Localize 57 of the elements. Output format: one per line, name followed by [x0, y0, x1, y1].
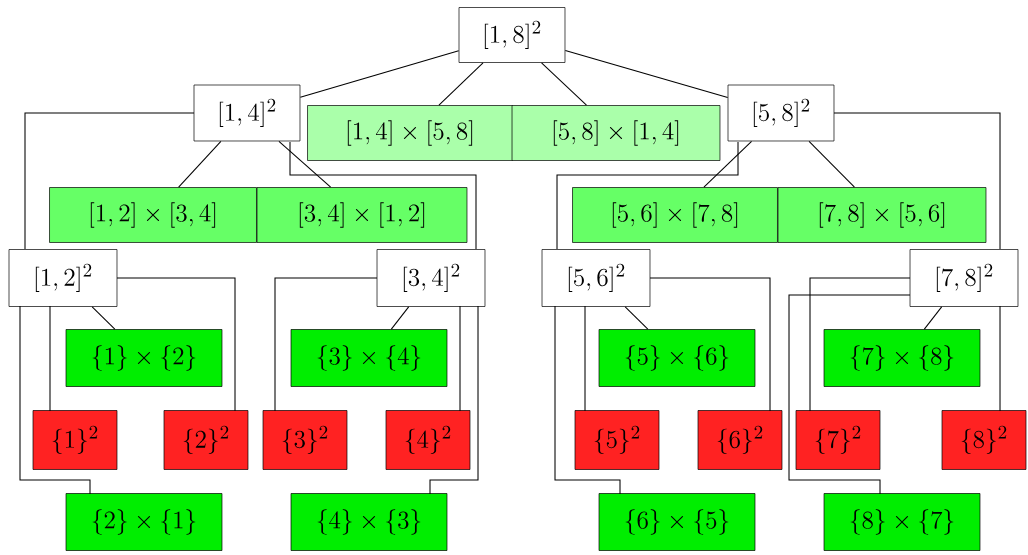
product-box: $\{7\} \times \{8\}$ [823, 329, 981, 387]
connector-line [429, 305, 479, 495]
connector-line [556, 141, 739, 250]
product-box: $\{1\} \times \{2\}$ [65, 329, 223, 387]
set-box: $\{1\}^2$ [32, 410, 118, 470]
connector-line [923, 306, 943, 330]
set-box: $\{6\}^2$ [697, 410, 783, 470]
product-box: $\{8\} \times \{7\}$ [823, 493, 981, 551]
set-box: $[7,8]^2$ [909, 249, 1019, 307]
set-box: $\{3\}^2$ [262, 410, 348, 470]
product-box: $[1,2] \times [3,4]$ [49, 187, 257, 243]
connector-line [438, 62, 484, 106]
product-box: $\{6\} \times \{5\}$ [598, 493, 756, 551]
product-box: $[3,4] \times [1,2]$ [256, 187, 468, 243]
product-box: $[1,4] \times [5,8]$ [307, 105, 513, 161]
connector-line [584, 305, 586, 412]
connector-line [624, 306, 649, 330]
set-box: $\{8\}^2$ [941, 410, 1027, 470]
product-box: $\{5\} \times \{6\}$ [598, 329, 756, 387]
connector-line [24, 112, 195, 250]
connector-line [289, 141, 477, 250]
set-box: $[5,6]^2$ [541, 249, 651, 307]
connector-line [564, 49, 729, 99]
connector-line [808, 140, 855, 188]
set-box: $\{4\}^2$ [385, 410, 471, 470]
connector-line [390, 306, 410, 330]
connector-line [554, 305, 621, 495]
connector-line [91, 306, 116, 330]
connector-line [459, 305, 461, 412]
connector-line [649, 277, 771, 412]
set-box: $[1,8]^2$ [458, 7, 566, 63]
product-box: $\{2\} \times \{1\}$ [65, 493, 223, 551]
connector-line [116, 277, 236, 412]
connector-line [788, 294, 911, 495]
connector-line [278, 140, 332, 188]
connector-line [299, 50, 460, 98]
connector-line [178, 140, 222, 188]
product-box: $[5,8] \times [1,4]$ [511, 105, 721, 161]
connector-line [999, 305, 1001, 412]
connector-line [809, 277, 911, 412]
connector-line [49, 305, 51, 412]
connector-line [703, 140, 753, 188]
set-box: $[1,4]^2$ [193, 84, 301, 142]
product-box: $\{3\} \times \{4\}$ [290, 329, 448, 387]
set-box: $\{7\}^2$ [795, 410, 881, 470]
connector-line [274, 277, 378, 412]
product-box: $\{4\} \times \{3\}$ [290, 493, 448, 551]
set-box: $[1,2]^2$ [8, 249, 118, 307]
set-box: $\{2\}^2$ [163, 410, 249, 470]
connector-line [833, 112, 1001, 250]
product-box: $[7,8] \times [5,6]$ [777, 187, 987, 243]
connector-line [541, 62, 587, 106]
product-box: $[5,6] \times [7,8]$ [572, 187, 778, 243]
set-box: $[5,8]^2$ [727, 84, 835, 142]
set-box: $\{5\}^2$ [574, 410, 660, 470]
connector-line [19, 305, 91, 495]
set-box: $[3,4]^2$ [376, 249, 486, 307]
